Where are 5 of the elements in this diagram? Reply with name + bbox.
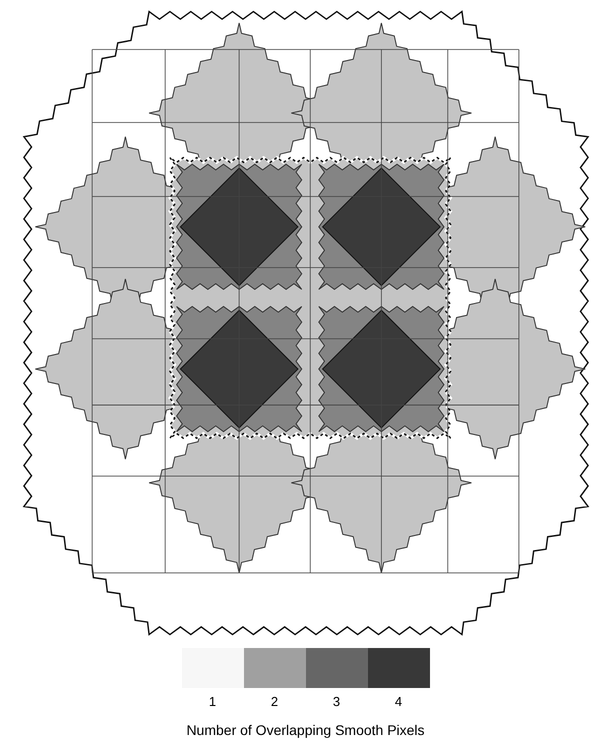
legend-label: 2 (270, 693, 278, 711)
legend-label: 4 (394, 693, 402, 711)
caption: Number of Overlapping Smooth Pixels (186, 720, 425, 740)
legend-label: 1 (208, 693, 216, 711)
legend-label: 3 (332, 693, 340, 711)
